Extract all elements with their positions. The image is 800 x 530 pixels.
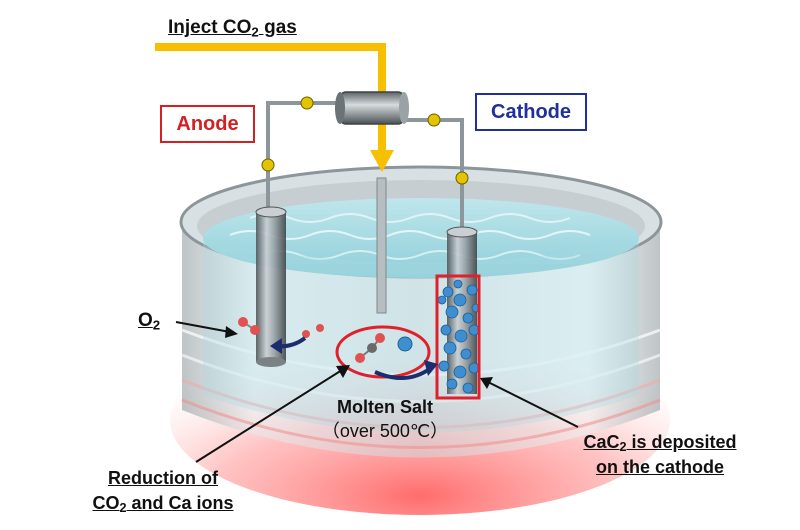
cathode-wire (403, 118, 464, 178)
gas-arrow-head (370, 150, 394, 172)
inject-gas-label: Inject CO2 gas (168, 17, 297, 40)
anode-label: Anode (160, 105, 255, 143)
co2-molecule (355, 333, 385, 363)
power-supply-end (399, 92, 409, 124)
cac2-pointer (487, 381, 579, 428)
liquid-ripple (229, 230, 591, 240)
anode-electrode-top (255, 206, 287, 218)
o2-molecule (302, 324, 324, 338)
molten-salt-label: Molten Salt （over 500℃） (321, 397, 449, 441)
cac2-pointer-head (480, 377, 493, 389)
cac2-deposit (437, 279, 481, 394)
connector (455, 171, 469, 185)
cathode-highlight-box (435, 274, 481, 400)
o2-molecule (238, 317, 260, 335)
connector (427, 113, 441, 127)
vessel-ring (181, 353, 661, 403)
reduction-pointer-head (336, 365, 350, 378)
connector (261, 158, 275, 172)
anode-electrode (256, 212, 286, 362)
liquid-ripple (249, 213, 571, 223)
o2-pointer (175, 321, 231, 333)
o2-pointer-head (225, 326, 238, 338)
power-supply-end (335, 92, 345, 124)
reaction-arrow (374, 368, 430, 380)
cathode-electrode-top (446, 226, 478, 238)
o2-label: O2 (138, 310, 161, 333)
vessel-ring (181, 398, 661, 449)
anode-electrode-bottom (256, 357, 286, 367)
anode-wire (266, 101, 345, 165)
power-supply (339, 91, 405, 125)
reduction-pointer (195, 369, 343, 463)
gas-tube (376, 177, 387, 314)
cac2-deposit-label: CaC2 is deposited on the cathode (583, 432, 737, 477)
ca-ion (397, 336, 413, 352)
o2-release-arrow-head (270, 338, 282, 354)
reduction-label: Reduction of CO2 and Ca ions (92, 468, 234, 516)
connector (300, 96, 314, 110)
vessel-ring (181, 378, 661, 429)
reaction-arrow-head (424, 360, 438, 376)
cathode-label: Cathode (475, 93, 587, 131)
liquid-ripple (259, 250, 581, 260)
